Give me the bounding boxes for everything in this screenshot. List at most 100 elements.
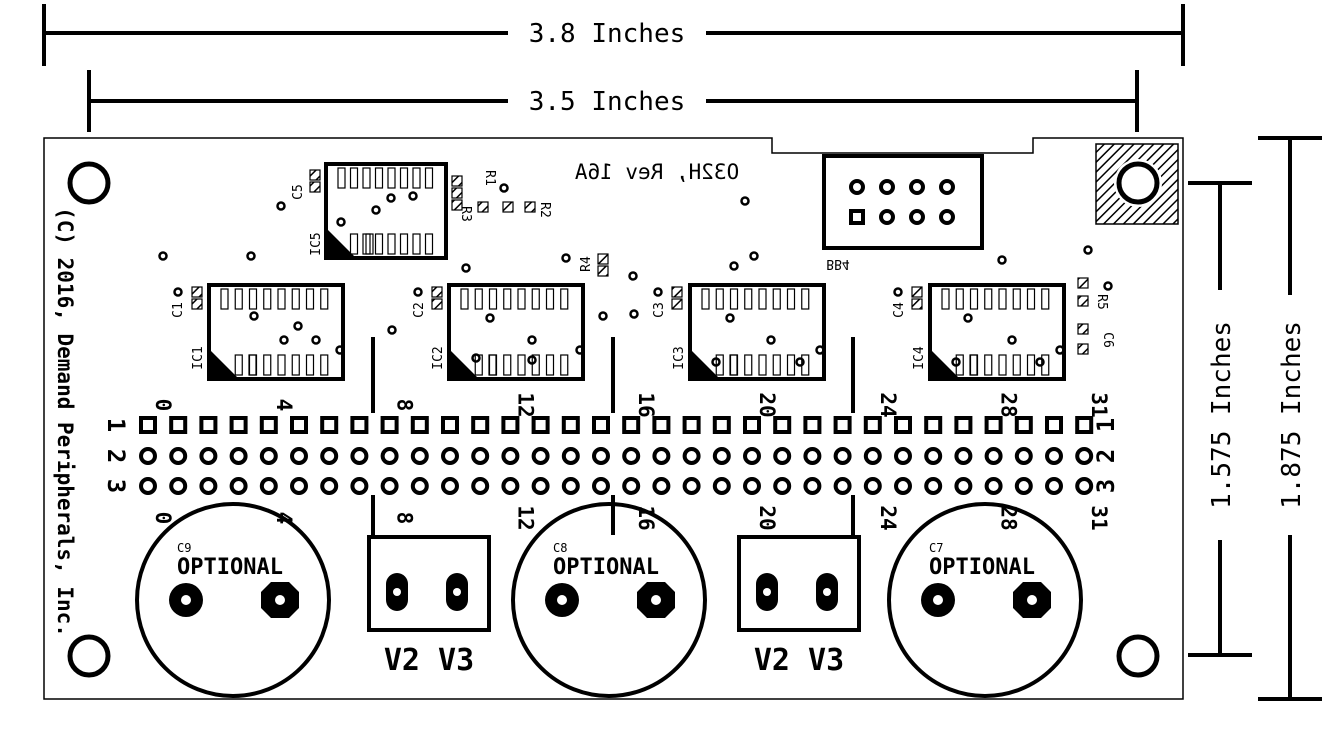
header-pin [984, 477, 1003, 495]
row-number-right: 3 [1092, 479, 1120, 493]
header-pin [501, 447, 520, 465]
header-pin-square [471, 416, 490, 434]
via [461, 263, 471, 273]
header-pin [1075, 477, 1094, 495]
dimension-inner-width-label: 3.5 Inches [529, 87, 686, 117]
header-pin [863, 447, 882, 465]
header-pin [380, 447, 399, 465]
header-pin-square [652, 416, 671, 434]
header-pin-square [139, 416, 157, 434]
ic-pin [248, 354, 258, 376]
via [1035, 357, 1045, 367]
capacitor-optional-label: OPTIONAL [929, 555, 1035, 580]
header-pin [863, 477, 882, 495]
via [527, 355, 537, 365]
ic-pin [758, 354, 767, 376]
ic-label: IC4 [912, 346, 927, 370]
row-number-right: 2 [1092, 449, 1120, 463]
smd-pad [1077, 277, 1089, 289]
ic-pin [349, 233, 359, 255]
header-pin [229, 477, 248, 495]
ic-pin [560, 354, 569, 376]
smd-pad [524, 201, 536, 213]
header-pin [803, 477, 822, 495]
header-pin [592, 477, 610, 495]
power-jumper: V2 V3 [367, 535, 491, 678]
header-pin-square [229, 416, 248, 434]
header-pin [773, 477, 792, 495]
header-pin [410, 447, 429, 465]
header-pin [894, 477, 912, 495]
header-pin [441, 447, 459, 465]
via [561, 253, 571, 263]
ic-pin [399, 233, 409, 255]
ic-ic5: IC5 [309, 162, 448, 260]
header-pin [652, 447, 671, 465]
mounting-hole [67, 634, 111, 678]
pin-number-bottom: 12 [513, 505, 537, 530]
via [951, 357, 961, 367]
header-pin [592, 447, 610, 465]
header-pin-square [169, 416, 188, 434]
via [408, 191, 418, 201]
header-pin [622, 447, 641, 465]
header-pin [712, 477, 731, 495]
header-pin [380, 477, 399, 495]
capacitor-ref: C7 [929, 541, 943, 555]
header-pin [894, 447, 912, 465]
ic-pin [503, 354, 512, 376]
ic-pin [1012, 354, 1021, 376]
header-pin-square [1075, 416, 1094, 434]
via [387, 325, 397, 335]
header-pin [350, 477, 369, 495]
smd-pad [451, 187, 463, 199]
smd-pad [1077, 295, 1089, 307]
header-pin [561, 447, 580, 465]
ic-pin [998, 354, 1007, 376]
smd-pad [431, 286, 443, 298]
ic-pin [531, 354, 540, 376]
header-pin-square [531, 416, 550, 434]
part-label: R5 [1094, 294, 1109, 310]
via [893, 287, 903, 297]
ic-label: IC5 [309, 232, 324, 255]
header-pin [1075, 447, 1094, 465]
via [371, 205, 381, 215]
header-pin [169, 447, 188, 465]
part-label: R1 [482, 170, 497, 186]
smd-pad [309, 169, 321, 181]
connector-label: BB4 [826, 256, 850, 271]
ic-pin [234, 354, 243, 376]
part-label: C4 [892, 302, 907, 318]
header-pin-square [863, 416, 882, 434]
pin-number-bottom: 20 [755, 505, 779, 530]
ic-label: IC1 [191, 346, 206, 369]
dimension-outer-width-label: 3.8 Inches [529, 19, 686, 49]
via [336, 217, 346, 227]
via [173, 287, 183, 297]
header-pin [712, 447, 731, 465]
smd-pad [1077, 343, 1089, 355]
ic-pin [517, 354, 526, 376]
board-outline [43, 137, 1184, 700]
ic-pin [488, 354, 498, 376]
header-pin [531, 477, 550, 495]
ic-ic2: IC2 [431, 283, 585, 381]
header-pin-square [984, 416, 1003, 434]
header-pin [139, 447, 157, 465]
capacitor-ref: C9 [177, 541, 191, 555]
via [293, 321, 303, 331]
via [963, 313, 973, 323]
header-pin [350, 447, 369, 465]
header-pin [290, 447, 308, 465]
dimension-outer-width [42, 4, 1185, 66]
via [527, 335, 537, 345]
revision-text: O32H, Rev 16A [574, 160, 739, 184]
header-pin-square [592, 416, 610, 434]
header-pin [410, 477, 429, 495]
header-pin-square [290, 416, 308, 434]
part-label: C1 [171, 302, 186, 318]
ic-pin [729, 354, 739, 376]
